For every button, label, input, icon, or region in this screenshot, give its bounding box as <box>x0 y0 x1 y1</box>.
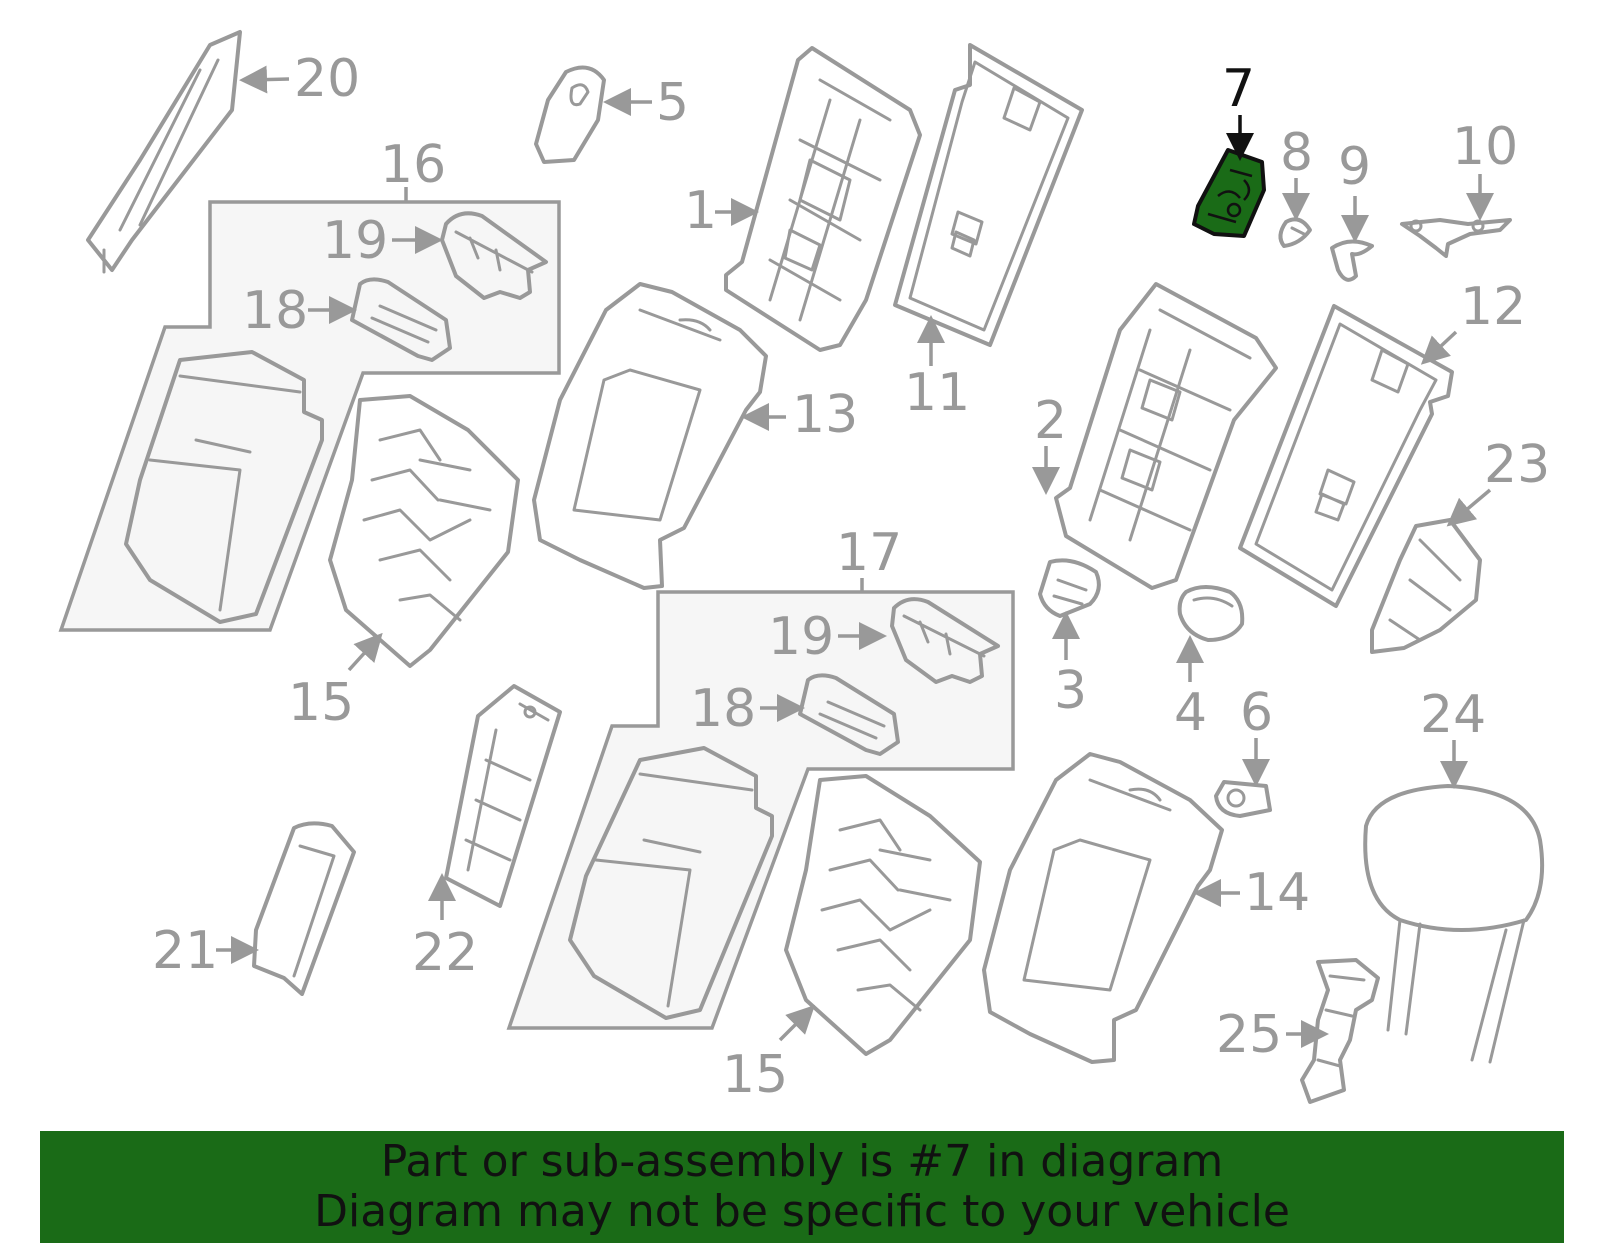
part-7-highlighted <box>1192 148 1266 238</box>
callout-12: 12 <box>1460 277 1526 337</box>
part-15-cushion-pad-b <box>784 774 982 1056</box>
callout-4: 4 <box>1174 683 1207 743</box>
callout-9: 9 <box>1338 137 1371 197</box>
part-19-trim-a <box>440 211 548 300</box>
callout-23: 23 <box>1484 435 1550 495</box>
part-3-bracket <box>1038 558 1101 618</box>
callout-1: 1 <box>684 181 717 241</box>
callout-22: 22 <box>412 923 478 983</box>
callout-15a: 15 <box>288 673 354 733</box>
callout-18b: 18 <box>690 679 756 739</box>
callout-5: 5 <box>656 73 689 133</box>
part-24-headrest <box>1363 784 1545 1064</box>
part-11-back-panel <box>893 43 1084 347</box>
part-6-switch <box>1214 780 1272 818</box>
banner-line-2: Diagram may not be specific to your vehi… <box>314 1186 1290 1237</box>
part-10-bracket <box>1400 218 1512 258</box>
callout-25: 25 <box>1216 1005 1282 1065</box>
callout-17: 17 <box>836 523 902 583</box>
callout-20: 20 <box>294 49 360 109</box>
callout-19b: 19 <box>768 607 834 667</box>
part-25-connector <box>1300 958 1380 1104</box>
seat-cushion-cover-16 <box>124 350 324 624</box>
part-2-seatback-frame <box>1054 282 1278 590</box>
callout-24: 24 <box>1420 685 1486 745</box>
part-5-cap <box>534 65 606 164</box>
part-23-bracket <box>1370 518 1482 654</box>
callout-16: 16 <box>380 135 446 195</box>
callout-13: 13 <box>792 385 858 445</box>
part-1-seatback-frame <box>724 46 922 352</box>
part-8-clip <box>1278 217 1312 248</box>
callout-14: 14 <box>1244 863 1310 923</box>
part-18-trim-b <box>798 673 900 756</box>
callout-18a: 18 <box>242 281 308 341</box>
part-14-seatback-cover <box>982 752 1224 1064</box>
callout-3: 3 <box>1054 661 1087 721</box>
part-19-trim-b <box>890 597 1000 684</box>
callout-2: 2 <box>1034 391 1067 451</box>
part-21-trim <box>252 821 356 996</box>
seat-cushion-cover-17 <box>568 746 774 1020</box>
info-banner: Part or sub-assembly is #7 in diagram Di… <box>40 1131 1564 1243</box>
callout-6: 6 <box>1240 683 1273 743</box>
part-20-trim-panel <box>86 30 242 274</box>
part-22-panel <box>444 684 562 908</box>
callout-7: 7 <box>1222 59 1255 119</box>
callout-19a: 19 <box>322 211 388 271</box>
callout-11: 11 <box>904 363 970 423</box>
part-18-trim-a <box>350 277 452 362</box>
callout-10: 10 <box>1452 117 1518 177</box>
part-15-cushion-pad-a <box>328 394 520 668</box>
callout-15b: 15 <box>722 1045 788 1105</box>
callout-8: 8 <box>1280 123 1313 183</box>
part-12-back-panel <box>1238 304 1454 608</box>
part-9-clip <box>1330 239 1374 282</box>
part-4-ring <box>1177 585 1245 642</box>
callout-21: 21 <box>152 921 218 981</box>
banner-line-1: Part or sub-assembly is #7 in diagram <box>380 1136 1224 1187</box>
part-13-seatback-cover <box>532 282 768 590</box>
